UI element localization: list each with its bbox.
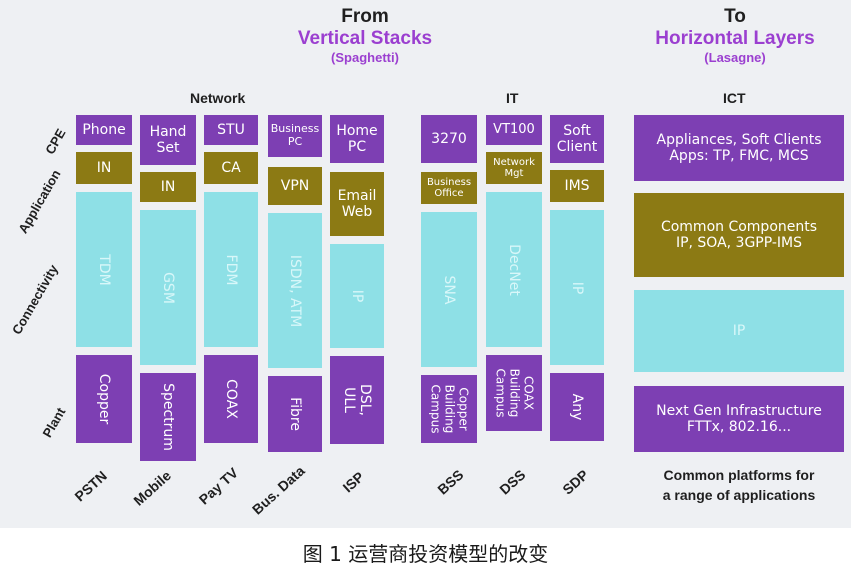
isp-cpe: Home PC	[330, 115, 384, 163]
bss-plant-label: Copper Building Campus	[429, 384, 471, 434]
pstn-connectivity-label: TDM	[96, 253, 113, 286]
isp-connectivity-label: IP	[349, 289, 366, 303]
bss-connectivity: SNA	[421, 212, 477, 367]
paytv-application: CA	[204, 152, 258, 184]
bss-cpe: 3270	[421, 115, 477, 163]
row-label-plant: Plant	[39, 404, 69, 441]
to-subtitle: Horizontal Layers	[655, 28, 815, 49]
busdata-plant: Fibre	[268, 376, 322, 452]
footer-note: Common platforms for a range of applicat…	[662, 467, 816, 503]
sdp-connectivity-label: IP	[569, 281, 586, 294]
dss-connectivity-label: DecNet	[506, 243, 523, 296]
pstn-plant: Copper	[76, 355, 132, 443]
dss-plant: COAX Building Campus	[486, 355, 542, 431]
busdata-cpe: Business PC	[268, 115, 322, 157]
pstn-connectivity: TDM	[76, 192, 132, 347]
bss-application: Business Office	[421, 172, 477, 204]
isp-plant-label: DSL, ULL	[341, 384, 374, 416]
isp-application: Email Web	[330, 172, 384, 236]
mobile-cpe: Hand Set	[140, 115, 196, 165]
row-label-cpe: CPE	[42, 126, 69, 157]
figure-caption: 图 1 运营商投资模型的改变	[302, 542, 549, 566]
col-label-paytv: Pay TV	[195, 464, 242, 508]
paytv-connectivity-label: FDM	[223, 254, 240, 285]
col-label-mobile: Mobile	[130, 467, 175, 509]
layer-plant: Next Gen Infrastructure FTTx, 802.16...	[634, 386, 844, 452]
bss-connectivity-label: SNA	[441, 275, 458, 304]
paytv-plant-label: COAX	[223, 379, 240, 419]
to-header: To Horizontal Layers (Lasagne)	[625, 6, 845, 65]
pstn-application: IN	[76, 152, 132, 184]
paytv-connectivity: FDM	[204, 192, 258, 347]
bss-plant: Copper Building Campus	[421, 375, 477, 443]
col-label-busdata: Bus. Data	[248, 462, 308, 518]
layer-cpe: Appliances, Soft Clients Apps: TP, FMC, …	[634, 115, 844, 181]
col-label-pstn: PSTN	[71, 467, 110, 505]
diagram-panel: From Vertical Stacks (Spaghetti) To Hori…	[0, 0, 851, 528]
dss-application: Network Mgt	[486, 152, 542, 184]
mobile-plant-label: Spectrum	[160, 383, 177, 451]
from-title: From	[341, 6, 389, 27]
paytv-plant: COAX	[204, 355, 258, 443]
layer-application: Common Components IP, SOA, 3GPP-IMS	[634, 193, 844, 277]
col-label-dss: DSS	[496, 466, 529, 498]
to-note: (Lasagne)	[704, 50, 766, 65]
pstn-plant-label: Copper	[96, 373, 113, 425]
dss-cpe: VT100	[486, 115, 542, 145]
layer-connectivity: IP	[634, 290, 844, 372]
group-it: IT	[506, 90, 519, 106]
busdata-application: VPN	[268, 167, 322, 205]
sdp-cpe: Soft Client	[550, 115, 604, 163]
from-note: (Spaghetti)	[331, 50, 399, 65]
isp-plant: DSL, ULL	[330, 356, 384, 444]
col-label-sdp: SDP	[559, 466, 592, 498]
group-network: Network	[190, 90, 246, 106]
paytv-cpe: STU	[204, 115, 258, 145]
row-label-connectivity: Connectivity	[9, 261, 62, 338]
busdata-plant-label: Fibre	[287, 397, 304, 431]
sdp-application: IMS	[550, 170, 604, 202]
busdata-connectivity-label: ISDN, ATM	[287, 254, 304, 327]
to-title: To	[724, 6, 746, 27]
sdp-connectivity: IP	[550, 210, 604, 365]
mobile-plant: Spectrum	[140, 373, 196, 461]
from-header: From Vertical Stacks (Spaghetti)	[250, 6, 480, 65]
sdp-plant-label: Any	[569, 393, 586, 421]
dss-connectivity: DecNet	[486, 192, 542, 347]
busdata-connectivity: ISDN, ATM	[268, 213, 322, 368]
sdp-plant: Any	[550, 373, 604, 441]
group-ict: ICT	[723, 90, 746, 106]
col-label-bss: BSS	[434, 466, 467, 498]
from-subtitle: Vertical Stacks	[297, 28, 433, 49]
mobile-application: IN	[140, 172, 196, 202]
isp-connectivity: IP	[330, 244, 384, 348]
mobile-connectivity-label: GSM	[160, 271, 177, 304]
row-label-application: Application	[15, 167, 64, 236]
col-label-isp: ISP	[339, 468, 368, 496]
mobile-connectivity: GSM	[140, 210, 196, 365]
pstn-cpe: Phone	[76, 115, 132, 145]
dss-plant-label: COAX Building Campus	[494, 368, 536, 418]
